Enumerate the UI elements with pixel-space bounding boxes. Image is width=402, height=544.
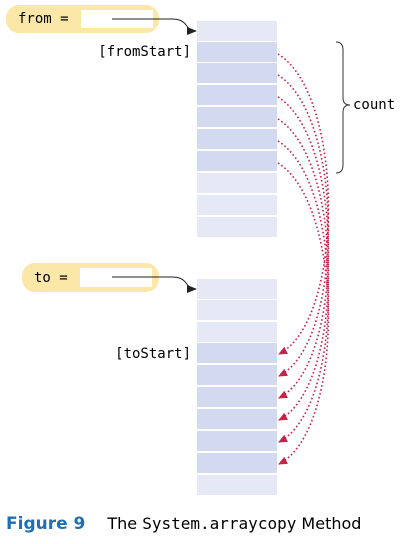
from-array-cell-3 [197, 85, 277, 106]
to-start-label: [toStart] [115, 346, 191, 362]
to-array-cell-4 [197, 365, 277, 386]
copy-curve-4 [277, 118, 330, 421]
copy-curve-2 [277, 74, 330, 377]
copy-curve-1 [277, 53, 330, 355]
to-variable-name: to = [34, 269, 68, 286]
to-array-cell-7 [197, 431, 277, 452]
from-array-cell-7 [197, 173, 277, 194]
figure-title-post: Method [296, 514, 362, 533]
from-array-cell-4 [197, 107, 277, 128]
from-reference-arrow [112, 18, 197, 35]
copy-curve-3 [277, 96, 330, 399]
to-array-cell-0 [197, 279, 277, 300]
from-variable-name: from = [18, 11, 69, 27]
to-array-cell-5 [197, 387, 277, 408]
to-reference-arrow [112, 276, 197, 293]
from-array-cell-5 [197, 129, 277, 150]
figure-title-pre: The [107, 514, 143, 533]
copy-curve-6 [277, 162, 330, 465]
figure-caption: Figure 9 The System.arraycopy Method [6, 514, 361, 534]
count-brace [335, 41, 351, 174]
figure-title-code: System.arraycopy [142, 514, 297, 533]
to-array-cell-2 [197, 322, 277, 343]
figure-number: Figure 9 [6, 514, 86, 534]
from-start-label: [fromStart] [98, 44, 191, 60]
copy-curve-5 [277, 140, 330, 443]
from-array-cell-6 [197, 151, 277, 172]
to-array-cell-1 [197, 300, 277, 321]
from-array-cell-0 [197, 21, 277, 42]
figure-title: The System.arraycopy Method [107, 514, 361, 533]
from-array-cell-1 [197, 42, 277, 63]
to-array-cell-9 [197, 475, 277, 496]
to-array-cell-8 [197, 453, 277, 474]
from-array-cell-8 [197, 195, 277, 216]
to-array-cell-6 [197, 409, 277, 430]
from-array-cell-9 [197, 217, 277, 238]
copy-curves [277, 53, 330, 465]
from-array-cell-2 [197, 63, 277, 84]
count-label: count [353, 97, 396, 113]
to-array-cell-3 [197, 343, 277, 364]
